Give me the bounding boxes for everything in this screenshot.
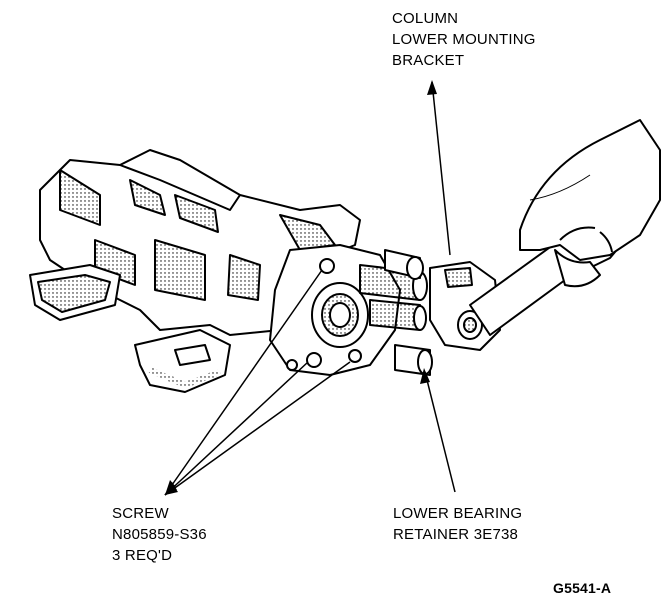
screw-label: SCREW N805859-S36 3 REQ'D bbox=[112, 503, 207, 566]
leader-lines bbox=[164, 81, 456, 496]
column-lower-mounting-bracket bbox=[429, 261, 501, 351]
leader-screw-1 bbox=[164, 269, 323, 496]
column-bracket-label-line-1: COLUMN bbox=[392, 10, 459, 27]
lower-bearing-label-line-1: LOWER BEARING bbox=[393, 505, 523, 522]
arrow-heads bbox=[165, 80, 437, 495]
ratchet-and-hand bbox=[469, 119, 661, 336]
column-bracket-label: COLUMN LOWER MOUNTING BRACKET bbox=[392, 8, 536, 71]
screw-label-line-3: 3 REQ'D bbox=[112, 547, 173, 564]
column-bracket-label-line-2: LOWER MOUNTING bbox=[392, 31, 536, 48]
lower-bearing-retainer bbox=[269, 244, 433, 376]
screw-label-line-2: N805859-S36 bbox=[112, 526, 207, 543]
screw-label-line-1: SCREW bbox=[112, 505, 169, 522]
leader-screw-3 bbox=[164, 361, 351, 496]
leader-screw-2 bbox=[164, 361, 309, 496]
leader-bracket bbox=[431, 81, 451, 256]
column-bracket-label-line-3: BRACKET bbox=[392, 52, 465, 69]
lower-bearing-label-line-2: RETAINER 3E738 bbox=[393, 526, 519, 543]
lower-bearing-label: LOWER BEARING RETAINER 3E738 bbox=[393, 503, 522, 545]
figure-code: G5541-A bbox=[553, 580, 612, 596]
leader-bearing bbox=[424, 371, 456, 493]
